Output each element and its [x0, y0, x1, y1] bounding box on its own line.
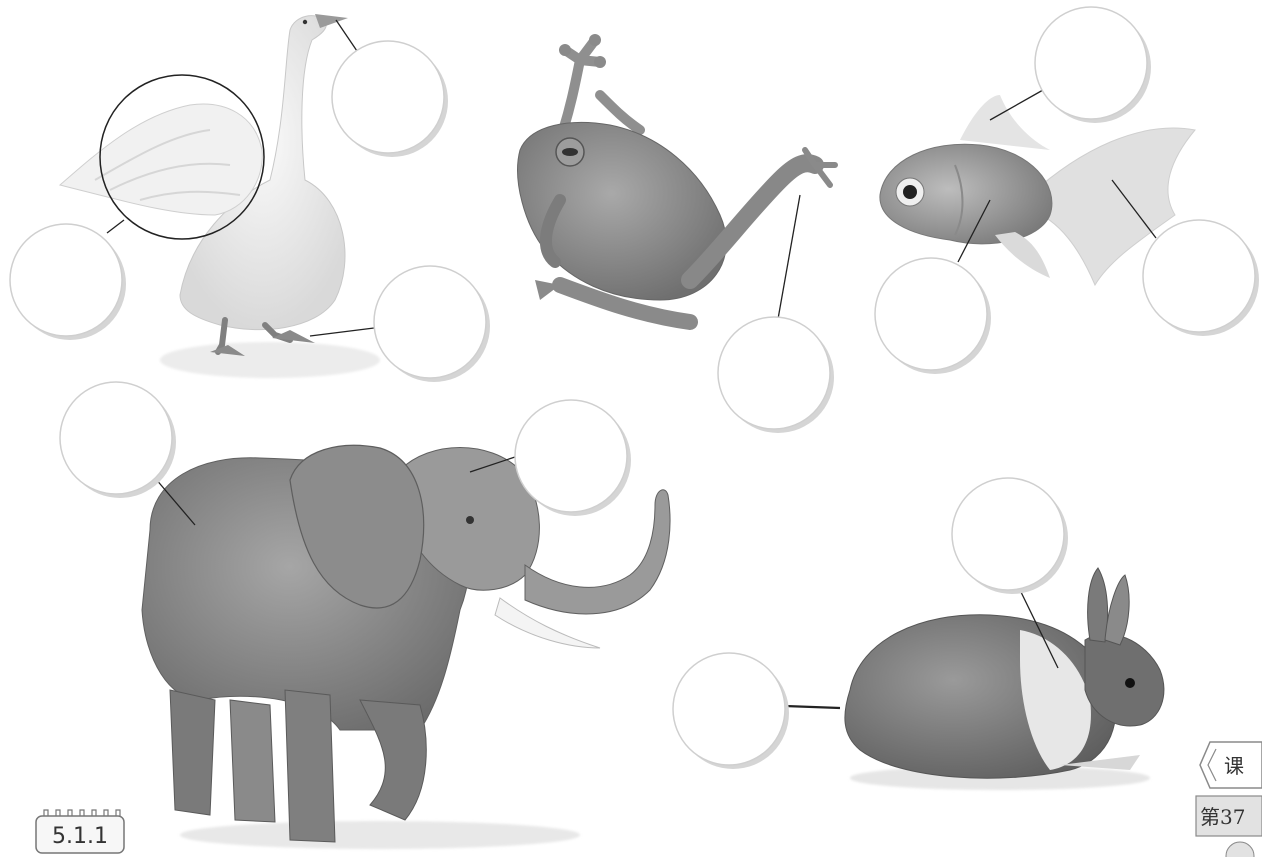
rabbit-picture	[845, 568, 1164, 790]
answer-circle-goose-foot[interactable]	[374, 266, 490, 382]
lesson-code: 5.1.1	[52, 824, 108, 849]
answer-circle-rabbit-body[interactable]	[673, 653, 789, 769]
answer-circle-goose-beak[interactable]	[332, 41, 448, 157]
answer-circle-fish-fin[interactable]	[1035, 7, 1151, 123]
lesson-badge: 5.1.1	[36, 810, 124, 853]
answer-circle-rabbit-ear[interactable]	[952, 478, 1068, 594]
answer-circle-elephant-body[interactable]	[60, 382, 176, 498]
spiral-binding-icon	[44, 810, 120, 816]
answer-circle-frog-leg[interactable]	[718, 317, 834, 433]
answer-circle-goose-wing[interactable]	[10, 224, 126, 340]
side-tab-top-label: 课	[1224, 754, 1244, 778]
side-tab-bottom-label: 第37	[1200, 805, 1245, 829]
frog-picture	[518, 34, 835, 322]
side-tab[interactable]: 课 第37	[1196, 742, 1262, 857]
answer-circle-fish-body[interactable]	[875, 258, 991, 374]
answer-circle-fish-tail[interactable]	[1143, 220, 1259, 336]
